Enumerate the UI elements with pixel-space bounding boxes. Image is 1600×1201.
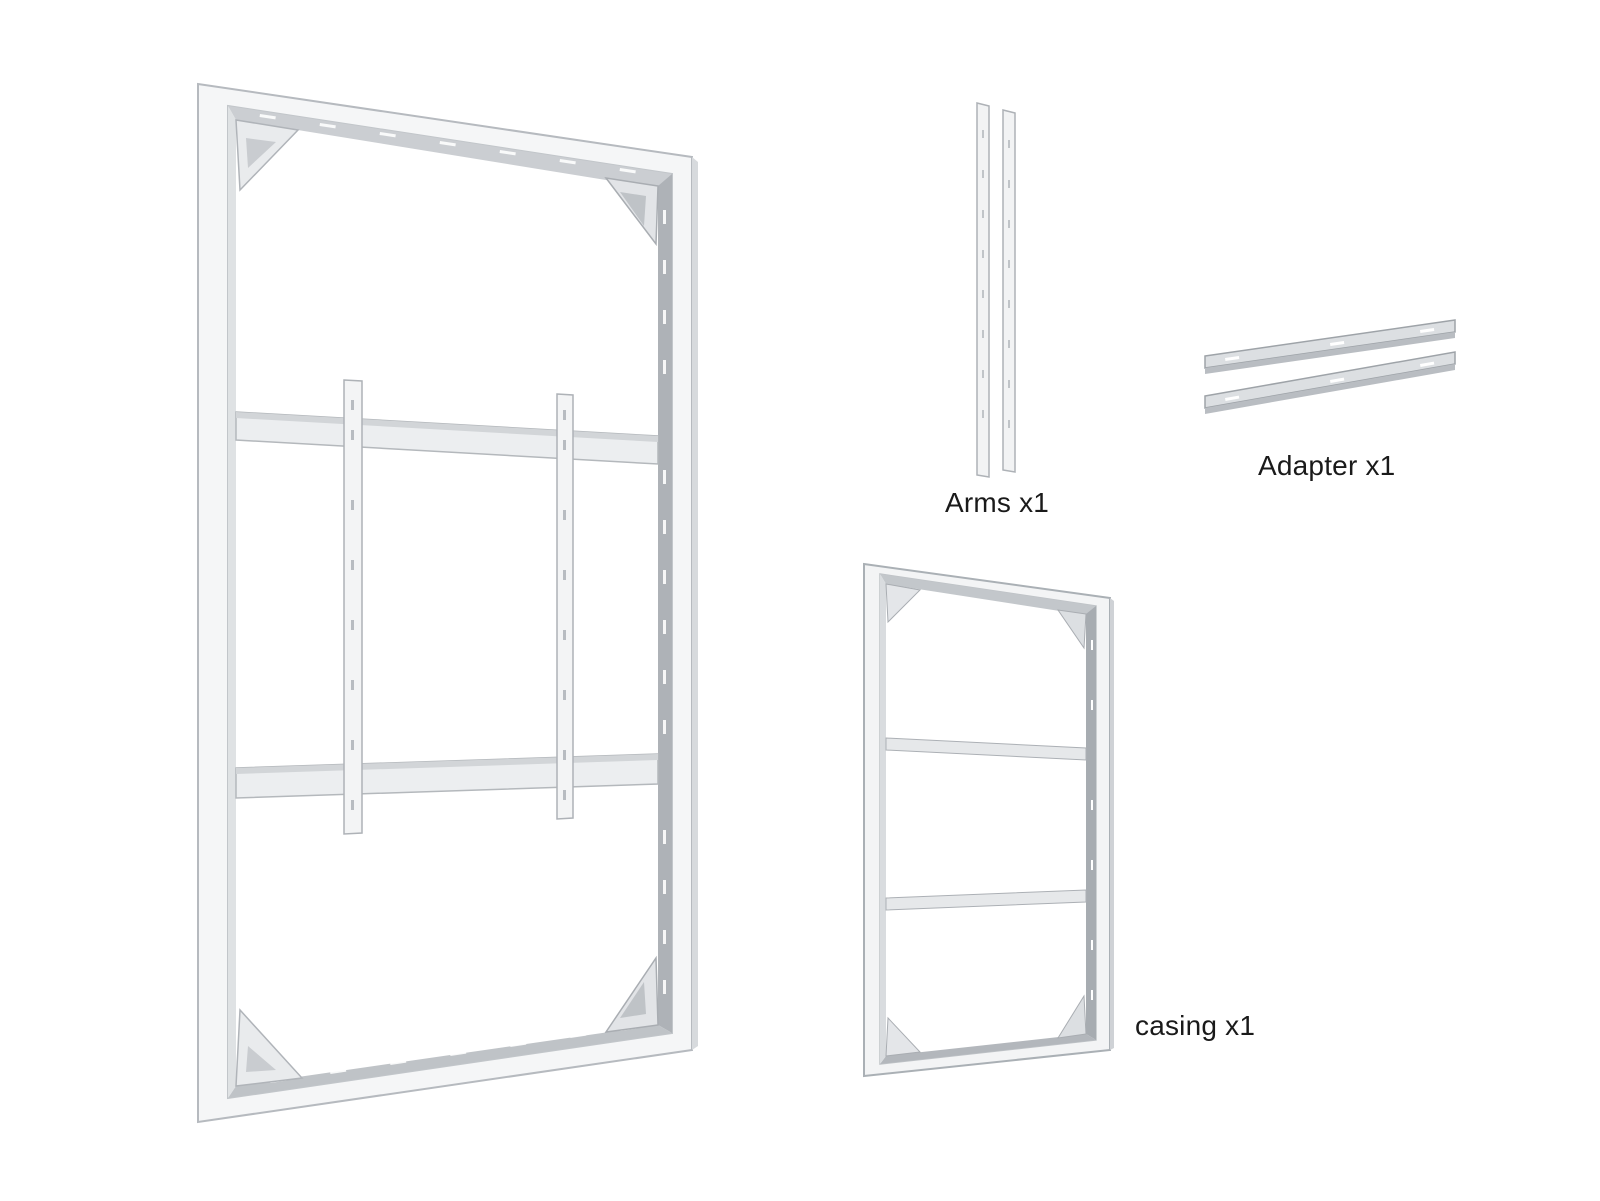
arms-label: Arms x1 — [945, 487, 1050, 518]
casing-label: casing x1 — [1135, 1010, 1256, 1041]
arms-parts — [976, 102, 1016, 478]
large-wall-mount-frame — [197, 82, 698, 1124]
adapter-parts — [1204, 319, 1456, 414]
casing-part — [863, 562, 1114, 1078]
adapter-label: Adapter x1 — [1258, 450, 1396, 481]
